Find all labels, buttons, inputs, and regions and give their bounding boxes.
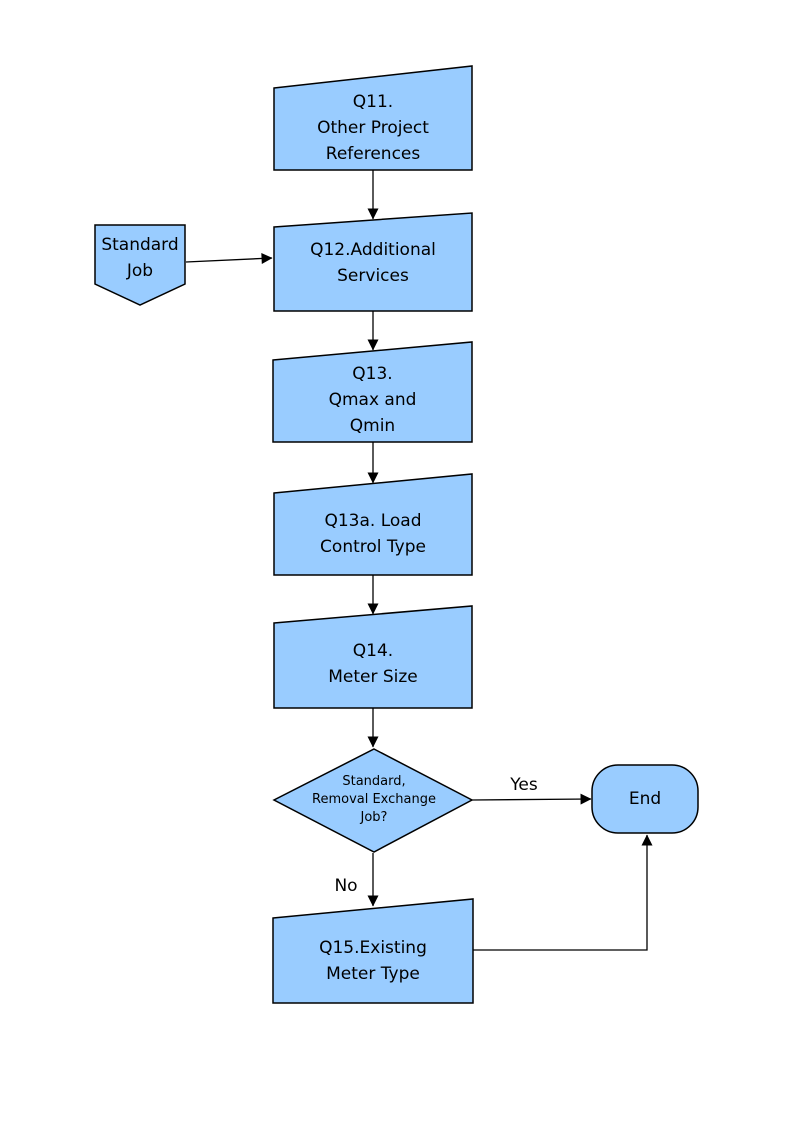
node-q12-label: Q12.Additional Services <box>310 240 436 286</box>
node-q11-label: Q11. Other Project References <box>317 92 429 164</box>
node-end[interactable] <box>591 764 699 834</box>
node-end-label: End <box>628 789 662 809</box>
node-q13a-label: Q13a. Load Control Type <box>320 511 426 557</box>
node-q15[interactable] <box>272 898 474 1004</box>
node-decision[interactable] <box>272 748 474 853</box>
node-q13[interactable] <box>272 341 473 443</box>
connector-decision-end-yes <box>471 793 592 805</box>
node-standard-job[interactable] <box>94 224 186 306</box>
node-q14-label: Q14. Meter Size <box>328 641 418 687</box>
node-q12[interactable] <box>273 212 473 312</box>
node-q13-label: Q13. Qmax and Qmin <box>328 364 417 436</box>
node-standard-job-label: Standard Job <box>101 235 179 281</box>
node-q13a[interactable] <box>273 473 473 576</box>
edge-label-yes: Yes <box>510 775 538 795</box>
edge-label-no: No <box>334 876 358 896</box>
connector-q15-end <box>473 834 653 951</box>
connector-standardjob-q12 <box>185 252 273 264</box>
node-q15-label: Q15.Existing Meter Type <box>319 938 427 984</box>
node-q11[interactable] <box>273 65 473 171</box>
node-q14[interactable] <box>273 605 473 709</box>
node-decision-label: Standard, Removal Exchange Job? <box>312 774 436 825</box>
